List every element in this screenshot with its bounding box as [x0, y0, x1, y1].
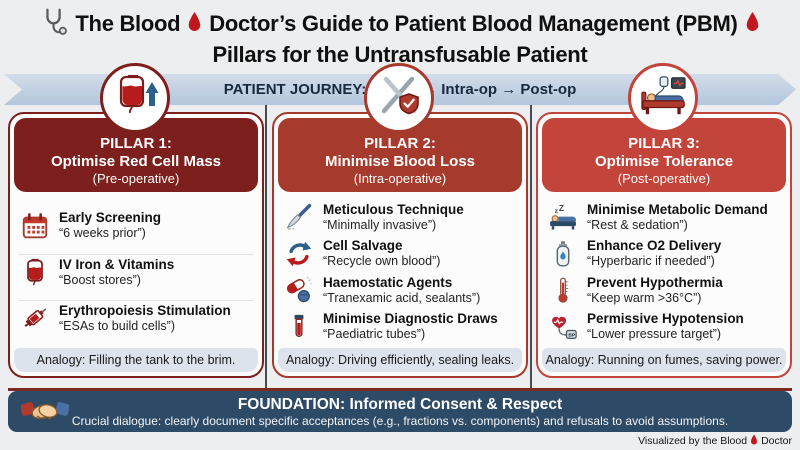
title-prefix: The Blood: [75, 11, 181, 36]
list-item: Minimise Diagnostic Draws “Paediatric tu…: [282, 309, 518, 344]
item-title: Permissive Hypotension: [587, 311, 744, 327]
foundation-title: FOUNDATION: Informed Consent & Respect: [237, 395, 563, 413]
credit-suffix: Doctor: [761, 435, 792, 447]
item-title: Minimise Diagnostic Draws: [323, 311, 498, 327]
connector-line-vertical-2: [530, 102, 532, 392]
scalpel-shield-icon: [375, 72, 423, 125]
pillar1-phase: (Pre-operative): [92, 171, 180, 186]
thermometer-icon: [548, 275, 578, 305]
foundation-subtitle: Crucial dialogue: clearly document speci…: [71, 413, 729, 428]
pillar3-title: PILLAR 3:: [628, 135, 700, 152]
item-detail: “Minimally invasive”): [323, 217, 437, 232]
item-detail: “Lower pressure target”): [587, 327, 722, 342]
title-main: Doctor’s Guide to Patient Blood Manageme…: [209, 11, 738, 36]
list-item: z Z Minimise Metabolic Demand “Rest & se…: [546, 200, 782, 235]
patient-bed-icon: [638, 73, 688, 124]
item-title: Early Screening: [59, 210, 162, 226]
item-title: Erythropoiesis Stimulation: [59, 302, 231, 318]
pillar2-items: Meticulous Technique “Minimally invasive…: [274, 196, 526, 348]
svg-text:z: z: [555, 208, 559, 215]
list-item: Prevent Hypothermia “Keep warm >36°C”): [546, 273, 782, 308]
pillar3-phase: (Post-operative): [617, 171, 711, 186]
blood-drop-icon: [750, 434, 758, 448]
pillar3-items: z Z Minimise Metabolic Demand “Rest & se…: [538, 196, 790, 348]
scalpel-icon: [284, 202, 314, 232]
pillar2-title: PILLAR 2:: [364, 135, 436, 152]
item-title: IV Iron & Vitamins: [59, 256, 175, 272]
item-detail: “Hyperbaric if needed”): [587, 254, 715, 269]
list-item: IV Iron & Vitamins “Boost stores”): [18, 253, 254, 290]
blood-drop-icon: [187, 11, 202, 38]
item-detail: “ESAs to build cells”): [59, 318, 176, 333]
pillar2-header: PILLAR 2: Minimise Blood Loss (Intra-ope…: [278, 118, 522, 192]
page-title: The Blood Doctor’s Guide to Patient Bloo…: [0, 7, 800, 68]
pillar1-subtitle: Optimise Red Cell Mass: [50, 153, 222, 170]
item-title: Cell Salvage: [323, 238, 403, 254]
blood-bag-icon: [20, 257, 50, 287]
credit-prefix: Visualized by the Blood: [638, 435, 748, 447]
connector-line-vertical-1: [265, 102, 267, 392]
pillar1-title: PILLAR 1:: [100, 135, 172, 152]
handshake-icon: [20, 396, 70, 432]
item-detail: “Keep warm >36°C”): [587, 290, 702, 305]
list-item: Haemostatic Agents “Tranexamic acid, sea…: [282, 273, 518, 308]
pillar1-analogy: Analogy: Filling the tank to the brim.: [14, 348, 258, 372]
list-item: Meticulous Technique “Minimally invasive…: [282, 200, 518, 235]
pillar2-analogy: Analogy: Driving efficiently, sealing le…: [278, 348, 522, 372]
item-detail: “Boost stores”): [59, 272, 141, 287]
svg-text:Z: Z: [559, 203, 564, 213]
item-title: Haemostatic Agents: [323, 274, 453, 290]
pillar1-card: PILLAR 1: Optimise Red Cell Mass (Pre-op…: [8, 112, 264, 378]
svg-text:BP: BP: [568, 332, 575, 338]
item-title: Enhance O2 Delivery: [587, 238, 722, 254]
pillar1-circle: [100, 63, 170, 133]
stethoscope-icon: [40, 7, 68, 41]
pills-icon: [284, 275, 314, 305]
item-detail: “6 weeks prior”): [59, 226, 146, 241]
cell-salvage-icon: [284, 239, 314, 269]
credit-line: Visualized by the Blood Doctor: [638, 434, 792, 448]
list-item: Enhance O2 Delivery “Hyperbaric if neede…: [546, 236, 782, 271]
pillar3-card: PILLAR 3: Optimise Tolerance (Post-opera…: [536, 112, 792, 378]
list-item: Early Screening “6 weeks prior”): [18, 208, 254, 243]
pillar2-phase: (Intra-operative): [353, 171, 447, 186]
blood-drop-icon: [745, 11, 760, 38]
list-item: Cell Salvage “Recycle own blood”): [282, 236, 518, 271]
calendar-icon: [20, 211, 50, 241]
connector-line-horizontal: [8, 388, 792, 391]
pillar1-items: Early Screening “6 weeks prior”) IV Iron…: [10, 196, 262, 348]
pillar3-subtitle: Optimise Tolerance: [594, 153, 734, 170]
pillar3-analogy: Analogy: Running on fumes, saving power.: [542, 348, 786, 372]
item-detail: “Tranexamic acid, sealants”): [323, 290, 481, 305]
list-item: BP Permissive Hypotension “Lower pressur…: [546, 309, 782, 344]
list-item: Erythropoiesis Stimulation “ESAs to buil…: [18, 299, 254, 336]
blood-bag-up-arrow-icon: [111, 72, 159, 125]
pillar2-card: PILLAR 2: Minimise Blood Loss (Intra-ope…: [272, 112, 528, 378]
blood-pressure-icon: BP: [548, 312, 578, 342]
pillar2-circle: [364, 63, 434, 133]
title-line-1: The Blood Doctor’s Guide to Patient Bloo…: [0, 7, 800, 41]
item-title: Minimise Metabolic Demand: [587, 201, 768, 217]
test-tube-icon: [284, 312, 314, 342]
item-title: Meticulous Technique: [323, 201, 464, 217]
pillar2-subtitle: Minimise Blood Loss: [324, 153, 475, 170]
pillar3-circle: [628, 63, 698, 133]
title-line-2: Pillars for the Untransfusable Patient: [212, 42, 588, 67]
syringe-icon: [20, 303, 50, 333]
item-detail: “Recycle own blood”): [323, 254, 441, 269]
item-title: Prevent Hypothermia: [587, 274, 723, 290]
item-detail: “Paediatric tubes”): [323, 327, 426, 342]
item-detail: “Rest & sedation”): [587, 217, 688, 232]
oxygen-tank-icon: [548, 239, 578, 269]
foundation-bar: FOUNDATION: Informed Consent & Respect C…: [8, 391, 792, 432]
sleeping-patient-icon: z Z: [548, 202, 578, 232]
